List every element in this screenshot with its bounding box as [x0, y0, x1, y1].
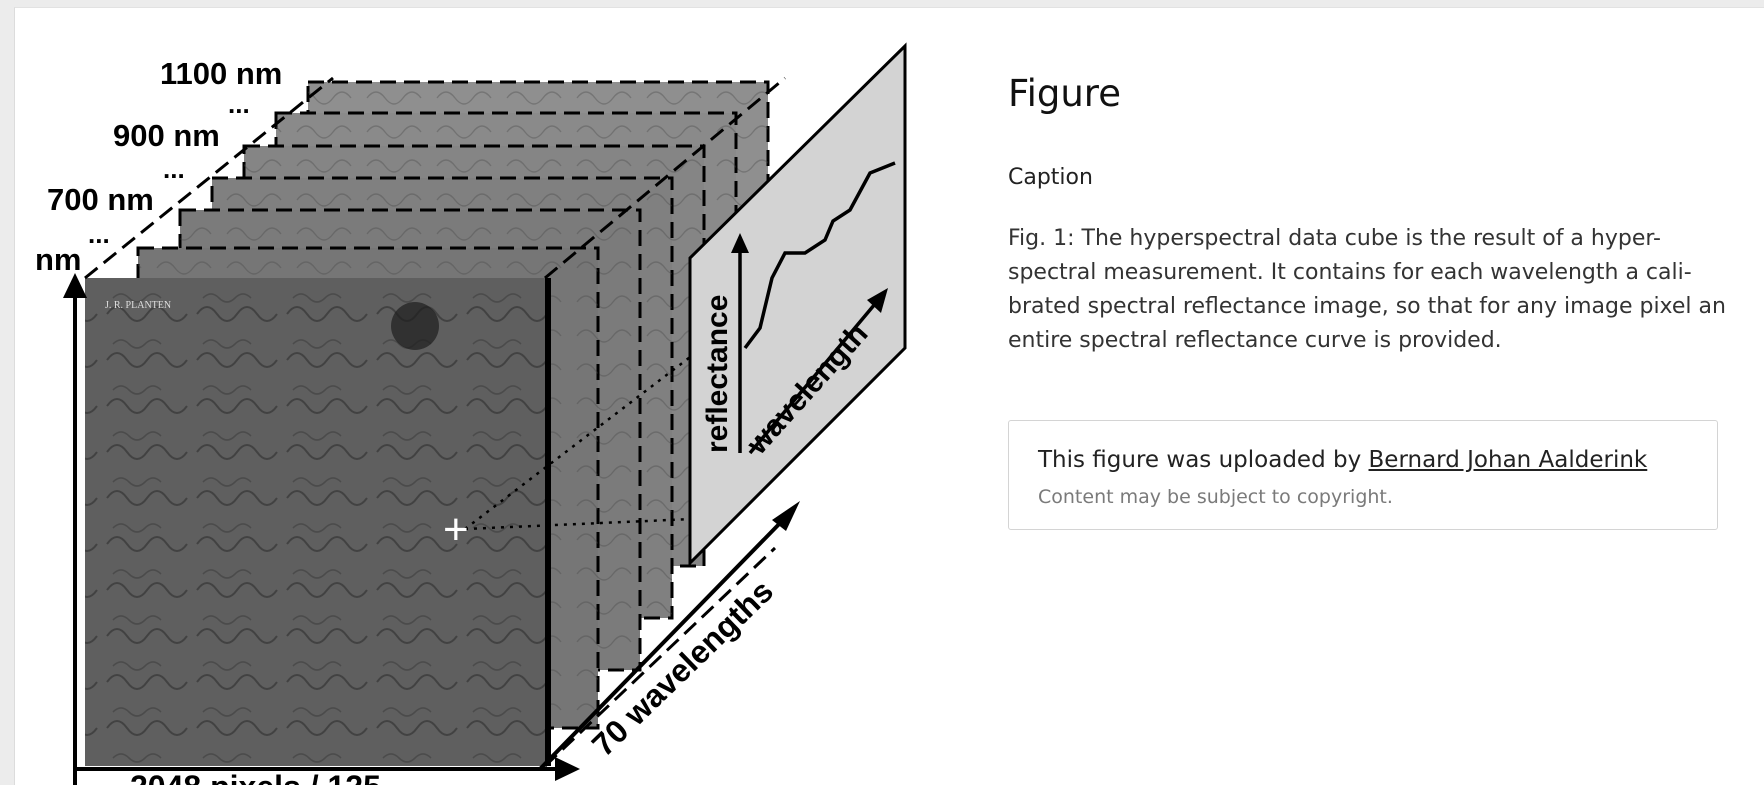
- caption-label: Caption: [1008, 165, 1093, 190]
- cube-axes: [73, 278, 787, 785]
- label-ellipsis-1: ...: [228, 89, 250, 119]
- bottom-axis-label: 2048 pixels / 125: [130, 769, 381, 785]
- projection-lines: [464, 337, 716, 531]
- label-ellipsis-3: ...: [88, 219, 110, 249]
- pixel-marker: +: [443, 505, 469, 554]
- wavelength-labels: 1100 nm ... 900 nm ... 700 nm ... nm: [35, 56, 282, 277]
- upload-info-box: This figure was uploaded by Bernard Joha…: [1008, 420, 1718, 530]
- graph-y-label: reflectance: [701, 295, 734, 453]
- uploader-link[interactable]: Bernard Johan Aalderink: [1368, 447, 1648, 473]
- copyright-notice: Content may be subject to copyright.: [1038, 486, 1393, 508]
- upload-prefix: This figure was uploaded by: [1038, 447, 1369, 473]
- label-ellipsis-2: ...: [163, 154, 185, 184]
- page-title: Figure: [1008, 72, 1121, 115]
- figure-card: J. R. PLANTEN: [14, 7, 1764, 785]
- label-900nm: 900 nm: [113, 118, 220, 153]
- reflectance-graph-panel: reflectance wavelength: [688, 42, 907, 567]
- label-700nm: 700 nm: [47, 182, 154, 217]
- upload-line: This figure was uploaded by Bernard Joha…: [1038, 447, 1647, 473]
- hyperspectral-cube-diagram: J. R. PLANTEN: [35, 42, 907, 785]
- cube-edges: [84, 76, 786, 768]
- caption-text: Fig. 1: The hyperspectral data cube is t…: [1008, 226, 1726, 353]
- figure-image[interactable]: J. R. PLANTEN: [15, 8, 960, 785]
- front-document-image: J. R. PLANTEN: [85, 278, 551, 766]
- svg-text:J. R. PLANTEN: J. R. PLANTEN: [105, 300, 171, 311]
- label-nm: nm: [35, 242, 82, 277]
- label-1100nm: 1100 nm: [160, 56, 282, 91]
